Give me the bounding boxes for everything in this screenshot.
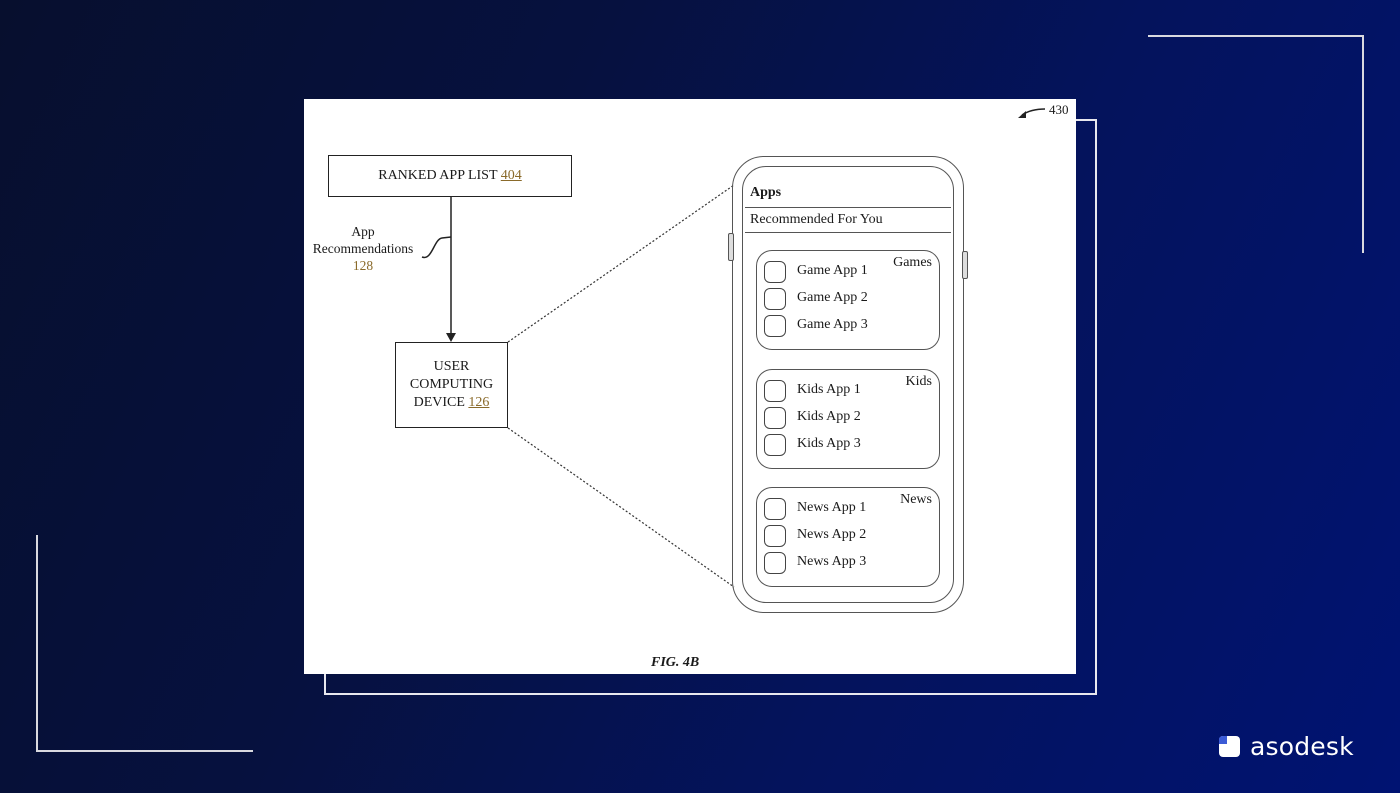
app-name: Kids App 2 bbox=[797, 409, 861, 424]
group-title: Kids bbox=[905, 374, 932, 389]
phone-screen bbox=[742, 166, 954, 603]
figure-caption: FIG. 4B bbox=[651, 655, 700, 670]
figure-reference-number: 430 bbox=[1049, 102, 1069, 117]
ranked-app-list-ref: 404 bbox=[500, 168, 522, 183]
group-title: Games bbox=[893, 255, 932, 270]
device-label-line2: COMPUTING bbox=[409, 377, 494, 392]
app-group-games: Games Game App 1 Game App 2 Game App 3 bbox=[756, 250, 940, 350]
arrowhead bbox=[446, 333, 456, 342]
brand-name: asodesk bbox=[1250, 731, 1354, 761]
app-name: Game App 2 bbox=[797, 290, 868, 305]
app-name: Game App 1 bbox=[797, 263, 868, 278]
app-icon bbox=[764, 434, 786, 456]
ranked-app-list-box: RANKED APP LIST 404 bbox=[328, 155, 572, 197]
screen-title: Apps bbox=[750, 185, 782, 200]
phone-side-button-left bbox=[728, 233, 734, 261]
device-label-line3: DEVICE 126 bbox=[396, 394, 507, 412]
app-name: Game App 3 bbox=[797, 317, 868, 332]
patent-figure-sheet: 430 RANKED APP LIST 404 App Recommendati… bbox=[304, 99, 1076, 674]
app-icon bbox=[764, 315, 786, 337]
connector-label-ref: 128 bbox=[352, 258, 374, 273]
connector-label-line1: App bbox=[351, 224, 375, 239]
app-name: News App 3 bbox=[797, 554, 867, 569]
app-group-kids: Kids Kids App 1 Kids App 2 Kids App 3 bbox=[756, 369, 940, 469]
app-icon bbox=[764, 498, 786, 520]
dotted-zoom-line-bottom bbox=[507, 427, 735, 588]
app-icon bbox=[764, 261, 786, 283]
connector-lines bbox=[421, 108, 1046, 588]
device-label-line1: USER bbox=[433, 359, 470, 374]
phone-side-button-right bbox=[962, 251, 968, 279]
screen-subtitle: Recommended For You bbox=[750, 212, 883, 227]
app-icon bbox=[764, 525, 786, 547]
app-icon bbox=[764, 380, 786, 402]
app-icon bbox=[764, 552, 786, 574]
app-group-news: News News App 1 News App 2 News App 3 bbox=[756, 487, 940, 587]
app-icon bbox=[764, 288, 786, 310]
app-name: Kids App 3 bbox=[797, 436, 861, 451]
dotted-zoom-line-top bbox=[507, 184, 735, 343]
app-icon bbox=[764, 407, 786, 429]
label-leader-curve bbox=[421, 236, 452, 259]
device-ref: 126 bbox=[468, 395, 490, 410]
app-name: News App 1 bbox=[797, 500, 867, 515]
decorative-corner-top-right bbox=[1148, 35, 1364, 253]
app-name: News App 2 bbox=[797, 527, 867, 542]
group-title: News bbox=[900, 492, 932, 507]
asodesk-logo-icon bbox=[1219, 735, 1240, 757]
app-recommendations-label: App Recommendations 128 bbox=[308, 223, 418, 274]
app-name: Kids App 1 bbox=[797, 382, 861, 397]
connector-label-line2: Recommendations bbox=[312, 241, 414, 256]
ranked-app-list-label: RANKED APP LIST bbox=[378, 168, 498, 183]
brand-logo: asodesk bbox=[1219, 731, 1354, 761]
screen-title-divider bbox=[745, 207, 951, 208]
decorative-corner-bottom-left bbox=[36, 535, 253, 752]
phone-outline bbox=[732, 156, 964, 613]
device-label-text: DEVICE bbox=[413, 395, 465, 410]
reference-arrowhead bbox=[1018, 111, 1026, 118]
user-computing-device-box: USER COMPUTING DEVICE 126 bbox=[395, 342, 508, 428]
screen-subtitle-divider bbox=[745, 232, 951, 233]
